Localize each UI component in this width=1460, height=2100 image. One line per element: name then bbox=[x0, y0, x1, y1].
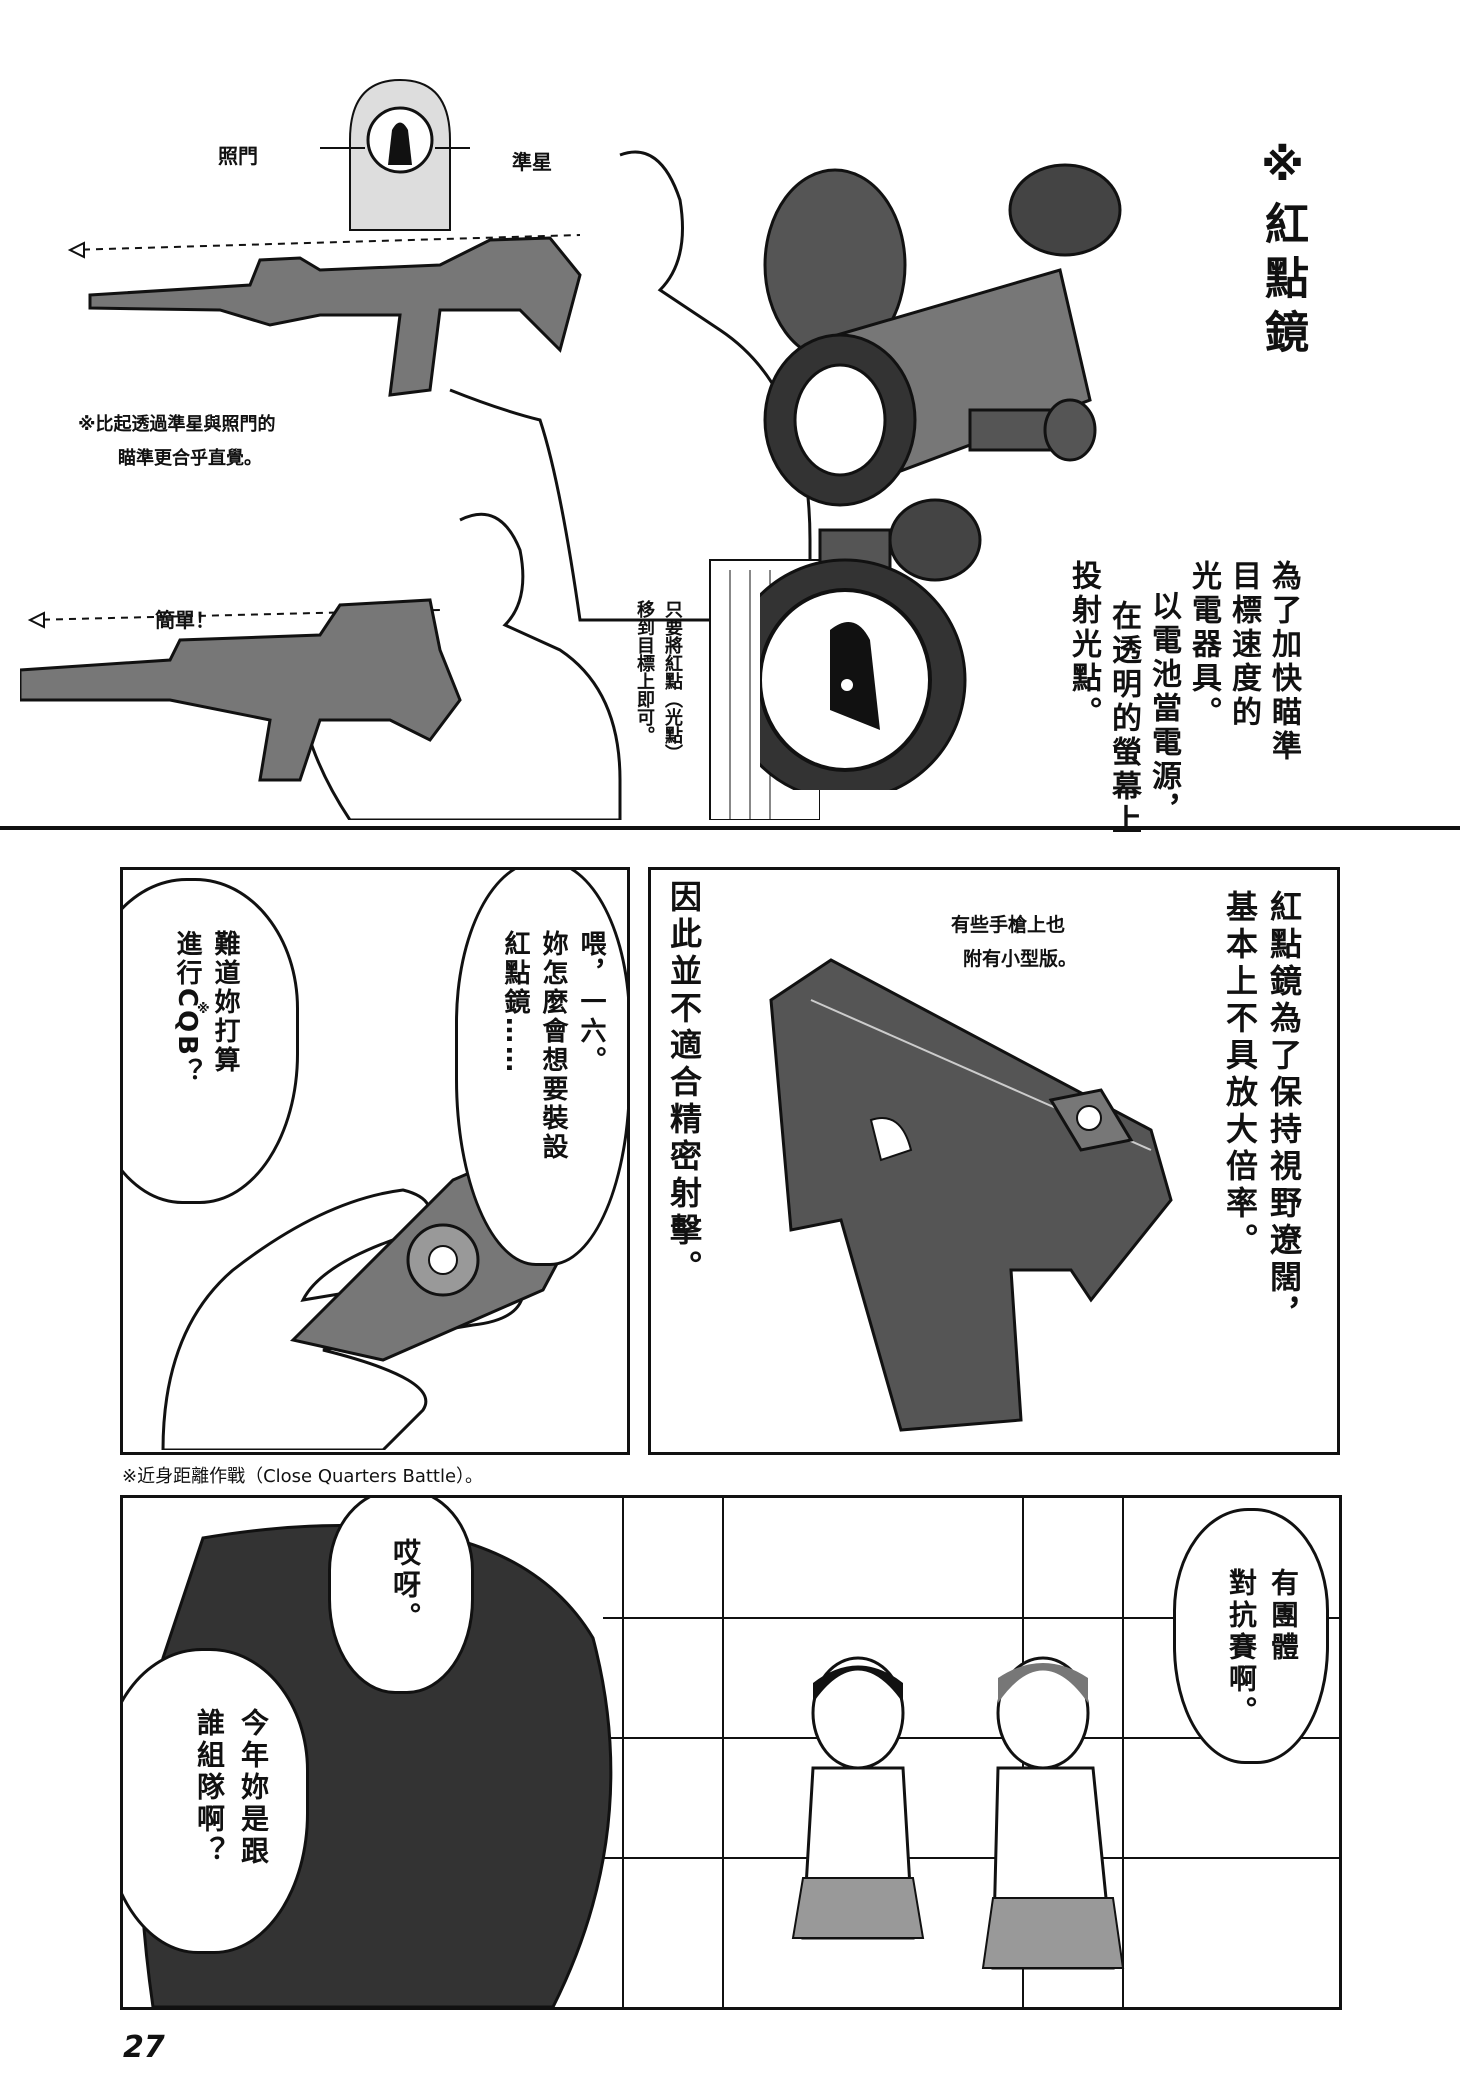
speech-line: 誰組隊啊？ bbox=[193, 1708, 226, 1868]
desc-line: 光電器具。 bbox=[1186, 560, 1221, 730]
cqb-footnote: ※近身距離作戰（Close Quarters Battle）。 bbox=[122, 1466, 484, 1487]
desc-line: 在透明的螢幕上 bbox=[1106, 600, 1141, 838]
speech-bubble-who bbox=[123, 1648, 309, 1954]
desc-line: 以電池當電源， bbox=[1146, 590, 1181, 828]
rear-sight-label: 照門 bbox=[218, 144, 258, 168]
speech-line: 紅點鏡…… bbox=[500, 930, 530, 1075]
speech-line: 進行CQB？ bbox=[172, 930, 202, 1088]
dot-instruction: 只要將紅點（光點） 移到目標上即可。 bbox=[615, 600, 685, 840]
speech-bubble-team bbox=[1173, 1508, 1329, 1764]
speech-line: 今年妳是跟 bbox=[237, 1708, 270, 1868]
note-line: 瞄準更合乎直覺。 bbox=[118, 448, 262, 469]
red-dot-heading: ※紅點鏡 bbox=[1257, 140, 1308, 363]
narration-not-precise: 因此並不適合精密射擊。 bbox=[665, 880, 703, 1287]
page-number: 27 bbox=[123, 2030, 165, 2065]
narration-line: 紅點鏡為了保持視野遼闊， bbox=[1265, 890, 1303, 1334]
easy-label: 簡單！ bbox=[155, 608, 215, 632]
tier-divider bbox=[0, 826, 1460, 830]
dot-line: 移到目標上即可。 bbox=[634, 600, 655, 744]
note-line: ※比起透過準星與照門的 bbox=[78, 414, 276, 435]
speech-line: 哎呀。 bbox=[389, 1538, 422, 1634]
speech-line: 喂，一六。 bbox=[576, 930, 606, 1075]
dot-line: 只要將紅點（光點） bbox=[662, 600, 683, 762]
red-dot-description: 為了加快瞄準 目標速度的 光電器具。 以電池當電源， 在透明的螢幕上 投射光點。 bbox=[1055, 560, 1305, 860]
panel-shop: 有團體 對抗賽啊。 哎呀。 今年妳是跟 誰組隊啊？ bbox=[120, 1495, 1342, 2010]
desc-line: 投射光點。 bbox=[1066, 560, 1101, 730]
speech-bubble-cqb bbox=[123, 878, 299, 1204]
sight-note: ※比起透過準星與照門的 瞄準更合乎直覺。 bbox=[78, 410, 276, 470]
panel-hand: 喂，一六。 妳怎麼會想要裝設 紅點鏡…… 難道妳打算 進行CQB？ ※ bbox=[120, 867, 630, 1455]
pistol-note-line: 有些手槍上也 bbox=[951, 914, 1066, 936]
speech-bubble-ara bbox=[328, 1498, 474, 1694]
speech-line: 難道妳打算 bbox=[210, 930, 240, 1075]
pistol-note-line: 附有小型版。 bbox=[963, 948, 1078, 970]
speech-line: 有團體 bbox=[1267, 1568, 1300, 1664]
speech-line: 妳怎麼會想要裝設 bbox=[538, 930, 568, 1162]
speech-bubble-question bbox=[455, 870, 627, 1266]
red-dot-scope-illustration bbox=[760, 150, 1190, 790]
panel-pistol: 因此並不適合精密射擊。 紅點鏡為了保持視野遼闊， 基本上不具放大倍率。 有些手槍… bbox=[648, 867, 1340, 1455]
front-sight-label: 準星 bbox=[512, 150, 552, 174]
narration-line: 基本上不具放大倍率。 bbox=[1221, 890, 1259, 1260]
pistol-illustration bbox=[751, 940, 1231, 1440]
desc-line: 目標速度的 bbox=[1226, 560, 1261, 730]
speech-line: 對抗賽啊。 bbox=[1225, 1568, 1258, 1728]
desc-line: 為了加快瞄準 bbox=[1266, 560, 1301, 764]
footnote-mark: ※ bbox=[197, 1002, 210, 1017]
